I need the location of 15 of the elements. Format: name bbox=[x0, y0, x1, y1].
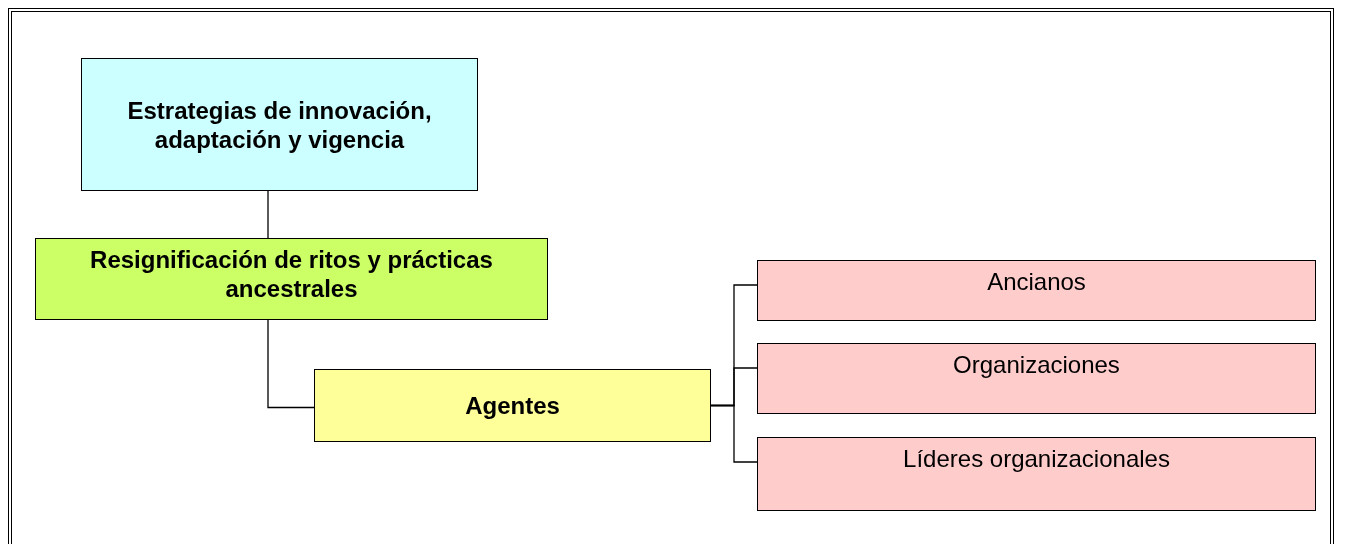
node-label: Líderes organizacionales bbox=[903, 444, 1170, 473]
node-label: Estrategias de innovación, adaptación y vigencia bbox=[126, 95, 433, 154]
agent-box bbox=[757, 260, 1316, 321]
strategy-box bbox=[81, 58, 478, 191]
node-label: Agentes bbox=[465, 391, 560, 420]
process-box bbox=[314, 369, 711, 442]
connector-line bbox=[267, 319, 315, 409]
node-label: Organizaciones bbox=[953, 350, 1120, 379]
connector-line bbox=[710, 404, 758, 463]
process-box bbox=[35, 238, 548, 320]
agent-box bbox=[757, 437, 1316, 511]
node-label: Resignificación de ritos y prácticas ancestrales bbox=[89, 245, 494, 303]
agent-box bbox=[757, 343, 1316, 414]
node-label: Ancianos bbox=[987, 267, 1086, 296]
connector-line bbox=[267, 190, 269, 239]
